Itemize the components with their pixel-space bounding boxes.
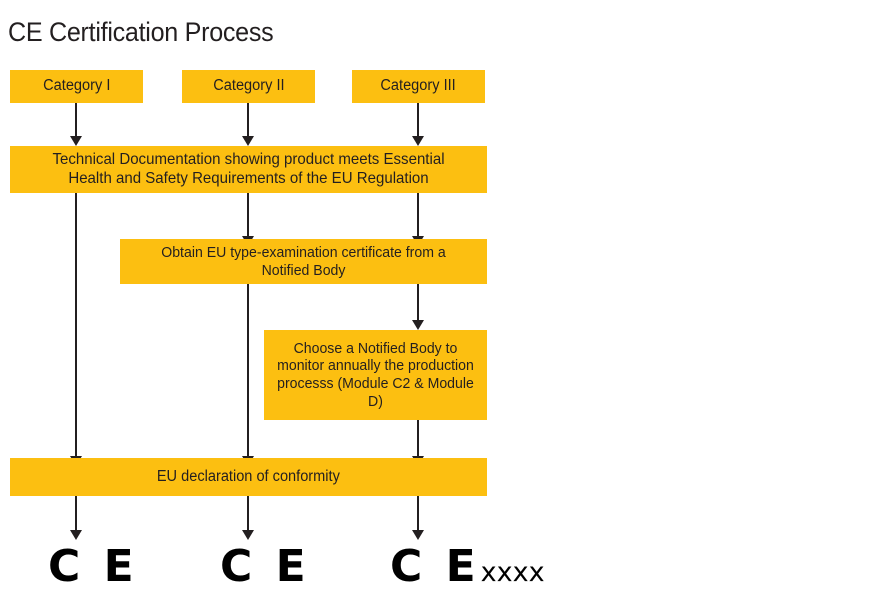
ce-mark-3-glyph: C E <box>390 541 480 592</box>
box-annual-monitoring[interactable]: Choose a Notified Body to monitor annual… <box>264 330 487 420</box>
box-technical-documentation-label: Technical Documentation showing product … <box>52 150 445 187</box>
ce-mark-2-glyph: C E <box>220 541 310 592</box>
ce-mark-1-glyph: C E <box>48 541 138 592</box>
box-category-3[interactable]: Category III <box>352 70 485 103</box>
ce-mark-3: C Exxxx <box>390 545 545 589</box>
box-annual-monitoring-label: Choose a Notified Body to monitor annual… <box>277 339 474 410</box>
page-title: CE Certification Process <box>8 17 274 47</box>
ce-mark-3-number: xxxx <box>480 557 545 588</box>
box-category-2-label: Category II <box>212 77 285 95</box>
box-type-examination[interactable]: Obtain EU type-examination certificate f… <box>120 239 487 284</box>
box-category-3-label: Category III <box>380 77 457 95</box>
box-technical-documentation[interactable]: Technical Documentation showing product … <box>10 146 487 193</box>
box-category-1[interactable]: Category I <box>10 70 143 103</box>
box-declaration-of-conformity-label: EU declaration of conformity <box>156 467 341 485</box>
box-type-examination-label: Obtain EU type-examination certificate f… <box>161 243 446 279</box>
box-category-2[interactable]: Category II <box>182 70 315 103</box>
box-category-1-label: Category I <box>42 77 111 95</box>
ce-mark-1: C E <box>48 545 139 589</box>
ce-mark-2: C E <box>220 545 311 589</box>
box-declaration-of-conformity[interactable]: EU declaration of conformity <box>10 458 487 496</box>
